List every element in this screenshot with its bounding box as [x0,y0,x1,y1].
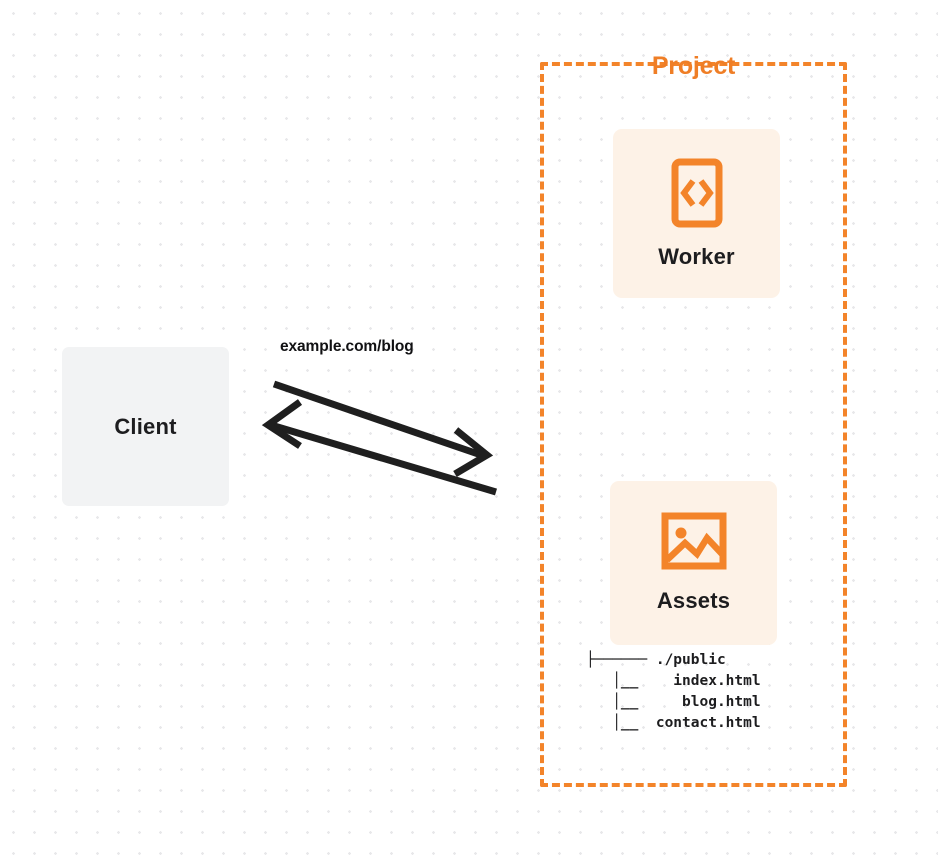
file-tree-line: │__ index.html [586,673,761,689]
edge-response-arrow [261,399,497,496]
group-project-title: Project [651,52,736,80]
node-assets-label: Assets [656,588,731,613]
node-client-label: Client [114,413,177,439]
image-icon [661,512,727,570]
assets-file-tree: ├────── ./public │__ index.html │__ blog… [586,650,761,734]
file-tree-line: │__ contact.html [586,715,761,731]
file-tree-line: ├────── ./public [586,652,726,668]
node-assets[interactable]: Assets [610,481,777,645]
edge-request-arrow [272,380,494,478]
group-project: Project [540,52,847,787]
node-worker[interactable]: Worker [613,129,780,298]
edge-request-label: example.com/blog [280,338,414,355]
code-brackets-icon [671,158,723,228]
file-tree-line: │__ blog.html [586,694,761,710]
node-worker-label: Worker [658,243,735,269]
node-client[interactable]: Client [62,347,229,506]
